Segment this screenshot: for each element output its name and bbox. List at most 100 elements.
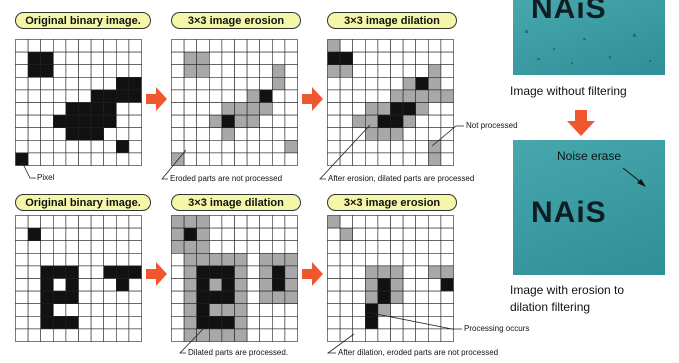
- pixel-off: [128, 328, 142, 342]
- pixel-off: [171, 51, 185, 66]
- pixel-off: [234, 76, 248, 91]
- pixel-off: [15, 227, 29, 242]
- pixel-off: [272, 240, 286, 254]
- pixel-off: [402, 227, 416, 242]
- pixel-off: [103, 328, 117, 342]
- pixel-on: [196, 290, 210, 304]
- pixel-on: [65, 102, 79, 116]
- pixel-changed: [221, 252, 235, 267]
- pixel-off: [52, 64, 67, 78]
- pixel-off: [78, 278, 92, 292]
- pixel-changed: [183, 64, 198, 78]
- pixel-changed: [440, 89, 454, 103]
- pixel-off: [246, 290, 260, 304]
- pixel-off: [27, 89, 42, 103]
- pixel-off: [246, 240, 260, 254]
- pixel-off: [27, 102, 42, 116]
- pixel-on: [103, 102, 117, 116]
- pixel-on: [402, 102, 416, 116]
- pixel-off: [103, 215, 117, 229]
- pixel-off: [259, 328, 273, 342]
- pixel-changed: [390, 265, 404, 279]
- pixel-off: [402, 265, 416, 279]
- pixel-changed: [208, 328, 223, 342]
- pixel-off: [234, 227, 248, 242]
- pixel-off: [327, 252, 341, 267]
- pixel-off: [171, 303, 185, 317]
- pixel-off: [128, 303, 142, 317]
- pixel-changed: [183, 252, 198, 267]
- pixel-off: [171, 316, 185, 330]
- pixel-off: [352, 265, 366, 279]
- arrow-down-icon: [567, 110, 595, 136]
- pixel-changed: [171, 152, 185, 166]
- pixel-off: [116, 114, 130, 128]
- pixel-on: [65, 290, 79, 304]
- pixel-off: [78, 39, 92, 53]
- pixel-off: [234, 127, 248, 141]
- pixel-off: [183, 89, 198, 103]
- pixel-off: [339, 215, 354, 229]
- pixel-on: [327, 51, 341, 66]
- pixel-off: [208, 140, 223, 154]
- pixel-off: [15, 127, 29, 141]
- pixel-off: [234, 89, 248, 103]
- pixel-off: [284, 127, 298, 141]
- pixel-on: [90, 102, 104, 116]
- pixel-off: [390, 39, 404, 53]
- pixel-off: [90, 303, 104, 317]
- pixel-off: [246, 252, 260, 267]
- pixel-changed: [196, 328, 210, 342]
- title-times: ×: [349, 197, 357, 209]
- pixel-off: [116, 240, 130, 254]
- row1-dilation-title: 3×3 image dilation: [327, 12, 457, 29]
- pixel-off: [40, 114, 54, 128]
- pixel-changed: [183, 328, 198, 342]
- pixel-off: [171, 290, 185, 304]
- pixel-off: [15, 140, 29, 154]
- pixel-on: [40, 278, 54, 292]
- pixel-on: [415, 76, 429, 91]
- pixel-off: [103, 252, 117, 267]
- pixel-changed: [327, 39, 341, 53]
- pixel-off: [15, 303, 29, 317]
- pixel-changed: [402, 76, 416, 91]
- pixel-off: [415, 240, 429, 254]
- pixel-on: [52, 316, 67, 330]
- pixel-off: [428, 316, 442, 330]
- pixel-off: [90, 64, 104, 78]
- pixel-off: [272, 215, 286, 229]
- pixel-changed: [339, 227, 354, 242]
- pixel-changed: [171, 215, 185, 229]
- pixel-off: [339, 328, 354, 342]
- pixel-off: [234, 39, 248, 53]
- pixel-on: [78, 114, 92, 128]
- pixel-off: [78, 152, 92, 166]
- pixel-on: [196, 265, 210, 279]
- pixel-off: [52, 328, 67, 342]
- pixel-off: [40, 328, 54, 342]
- pixel-off: [221, 51, 235, 66]
- pixel-changed: [259, 102, 273, 116]
- pixel-changed: [221, 303, 235, 317]
- pixel-off: [196, 140, 210, 154]
- pixel-off: [116, 316, 130, 330]
- grid-row1-original: [15, 39, 142, 166]
- nais-logo: NAiS: [531, 0, 607, 25]
- pixel-changed: [246, 114, 260, 128]
- pixel-off: [52, 227, 67, 242]
- pixel-on: [65, 127, 79, 141]
- pixel-off: [327, 240, 341, 254]
- pixel-off: [90, 39, 104, 53]
- pixel-off: [415, 215, 429, 229]
- pixel-off: [40, 240, 54, 254]
- pixel-off: [103, 39, 117, 53]
- row2-erosion-title: 3×3 image erosion: [327, 194, 457, 211]
- title-times: ×: [193, 15, 201, 27]
- pixel-on: [40, 51, 54, 66]
- pixel-off: [128, 290, 142, 304]
- pixel-off: [40, 39, 54, 53]
- pixel-off: [352, 240, 366, 254]
- pixel-off: [116, 227, 130, 242]
- pixel-off: [234, 152, 248, 166]
